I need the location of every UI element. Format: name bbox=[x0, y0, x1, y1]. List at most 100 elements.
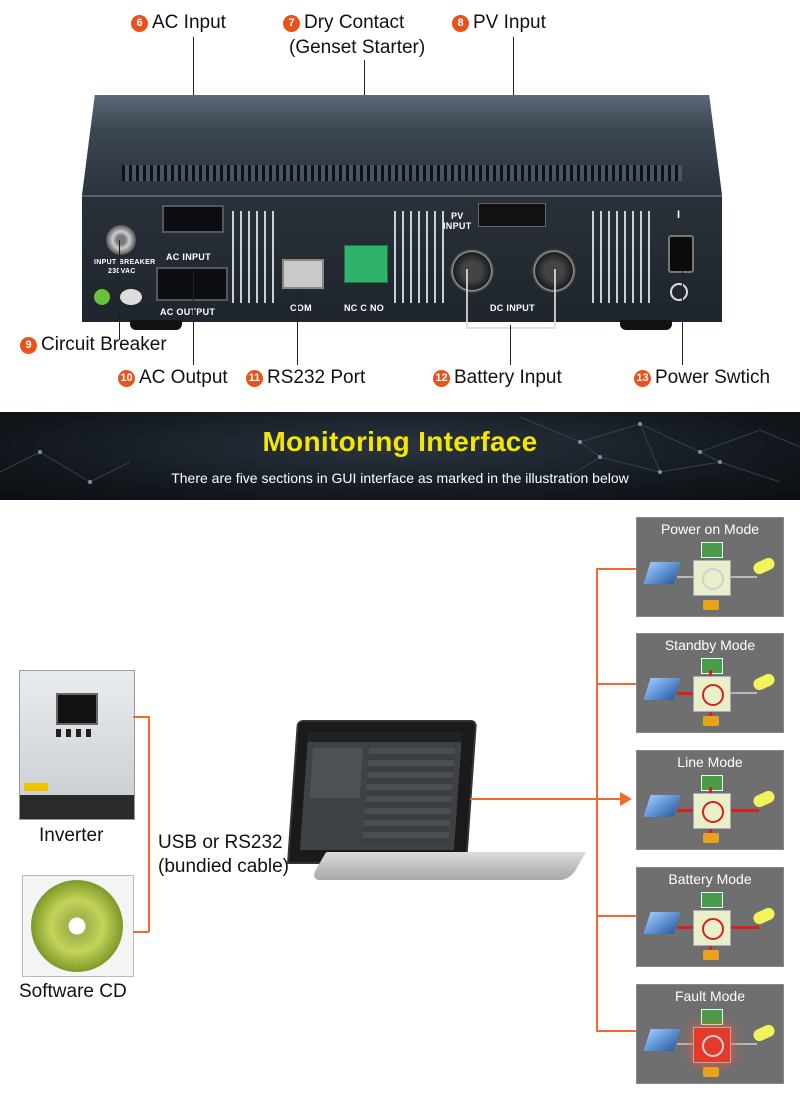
callout-label: Circuit Breaker bbox=[41, 334, 167, 355]
connection-label-line2: (bundied cable) bbox=[158, 856, 289, 877]
callout-pv-input: 8 PV Input bbox=[452, 12, 546, 34]
inverter-base bbox=[20, 795, 134, 819]
rear-vents bbox=[232, 211, 280, 303]
com-port bbox=[282, 259, 324, 289]
arrow-right-icon bbox=[620, 792, 632, 806]
software-cd-sleeve bbox=[22, 875, 134, 977]
connector-line bbox=[596, 915, 636, 917]
number-badge: 6 bbox=[131, 14, 148, 32]
callout-label: Dry Contact bbox=[304, 12, 405, 33]
device-foot bbox=[130, 320, 182, 330]
grid-icon bbox=[701, 658, 723, 674]
laptop-base bbox=[309, 852, 587, 880]
load-bulb-icon bbox=[751, 1022, 777, 1044]
rear-panel-section: 6 AC Input 7 Dry Contact (Genset Starter… bbox=[0, 0, 800, 410]
status-ring bbox=[702, 568, 724, 590]
banner-title: Monitoring Interface bbox=[262, 426, 538, 457]
number-badge: 9 bbox=[20, 336, 37, 354]
dry-contact-terminal bbox=[344, 245, 388, 283]
inverter-label: Inverter bbox=[39, 825, 104, 846]
battery-icon bbox=[703, 833, 719, 843]
connector-line bbox=[470, 798, 596, 800]
connection-diagram: Inverter Software CD USB or RS232 (bundi… bbox=[0, 500, 800, 1102]
leader-line bbox=[510, 325, 511, 365]
solar-panel-icon bbox=[643, 678, 681, 700]
leader-line bbox=[682, 270, 683, 365]
network-background-graphic bbox=[0, 416, 800, 484]
inverter-icon-fault bbox=[693, 1027, 731, 1063]
software-cd-label: Software CD bbox=[19, 981, 127, 1002]
dc-input-bracket bbox=[466, 269, 556, 329]
battery-input-port-negative bbox=[450, 249, 494, 293]
inverter-icon bbox=[693, 676, 731, 712]
grid-icon bbox=[701, 542, 723, 558]
device-foot bbox=[620, 320, 672, 330]
mode-title: Fault Mode bbox=[674, 988, 746, 1004]
mode-title: Power on Mode bbox=[660, 521, 760, 537]
status-ring bbox=[702, 918, 724, 940]
rear-vents bbox=[592, 211, 652, 303]
rear-vents bbox=[394, 211, 444, 303]
connector-line bbox=[596, 568, 598, 1032]
connector-line bbox=[596, 683, 636, 685]
banner-subtitle: There are five sections in GUI interface… bbox=[171, 470, 629, 486]
number-badge: 10 bbox=[118, 369, 135, 387]
inverter-top-cover bbox=[82, 95, 722, 195]
battery-icon bbox=[703, 600, 719, 610]
number-badge: 11 bbox=[246, 369, 263, 387]
recycle-sticker bbox=[94, 289, 110, 305]
ce-sticker bbox=[120, 289, 142, 305]
connection-label-line1: USB or RS232 bbox=[158, 832, 283, 853]
software-data-table bbox=[362, 748, 456, 844]
circuit-breaker-knob bbox=[106, 225, 136, 255]
callout-rs232-port: 11 RS232 Port bbox=[246, 367, 365, 389]
caution-label bbox=[24, 783, 48, 791]
input-breaker-label: INPUT BREAKER bbox=[94, 259, 156, 266]
input-breaker-voltage: 230VAC bbox=[108, 268, 136, 275]
callout-label: RS232 Port bbox=[267, 367, 366, 388]
callout-power-switch: 13 Power Swtich bbox=[634, 367, 770, 389]
callout-circuit-breaker: 9 Circuit Breaker bbox=[20, 334, 167, 356]
battery-icon bbox=[703, 1067, 719, 1077]
leader-line bbox=[193, 270, 194, 365]
top-vents bbox=[122, 165, 682, 181]
ac-input-socket bbox=[162, 205, 224, 233]
status-ring bbox=[702, 1035, 724, 1057]
battery-icon bbox=[703, 716, 719, 726]
power-switch bbox=[668, 235, 694, 273]
monitoring-banner: Monitoring Interface There are five sect… bbox=[0, 412, 800, 500]
connector-line bbox=[596, 568, 636, 570]
connector-line bbox=[148, 716, 150, 932]
solar-panel-icon bbox=[643, 912, 681, 934]
solar-panel-icon bbox=[643, 795, 681, 817]
callout-label: AC Output bbox=[139, 367, 228, 388]
leader-line bbox=[119, 240, 120, 340]
laptop-screen bbox=[286, 720, 478, 864]
mode-card-fault: Fault Mode bbox=[636, 984, 784, 1084]
pv-label-line2: INPUT bbox=[443, 221, 472, 231]
flow-line-active bbox=[677, 692, 707, 695]
callout-label: AC Input bbox=[152, 12, 226, 33]
monitoring-software-screen bbox=[299, 732, 463, 850]
mode-title: Line Mode bbox=[677, 754, 743, 770]
connector-line bbox=[133, 716, 149, 718]
number-badge: 13 bbox=[634, 369, 651, 387]
grid-icon bbox=[701, 775, 723, 791]
callout-ac-input: 6 AC Input bbox=[131, 12, 226, 34]
number-badge: 12 bbox=[433, 369, 450, 387]
load-bulb-icon bbox=[751, 905, 777, 927]
callout-dry-contact: 7 Dry Contact bbox=[283, 12, 404, 34]
connector-line bbox=[596, 1030, 636, 1032]
mode-title: Standby Mode bbox=[664, 637, 756, 653]
inverter-lcd bbox=[56, 693, 98, 725]
inverter-buttons bbox=[56, 729, 94, 737]
status-ring bbox=[702, 801, 724, 823]
mode-card-line: Line Mode bbox=[636, 750, 784, 850]
load-bulb-icon bbox=[751, 788, 777, 810]
inverter-rear-panel: INPUT BREAKER 230VAC AC INPUT AC OUTPUT … bbox=[82, 195, 722, 329]
mode-card-power-on: Power on Mode bbox=[636, 517, 784, 617]
pv-label-line1: PV bbox=[451, 211, 464, 221]
load-bulb-icon bbox=[751, 671, 777, 693]
number-badge: 8 bbox=[452, 14, 469, 32]
grid-icon bbox=[701, 892, 723, 908]
